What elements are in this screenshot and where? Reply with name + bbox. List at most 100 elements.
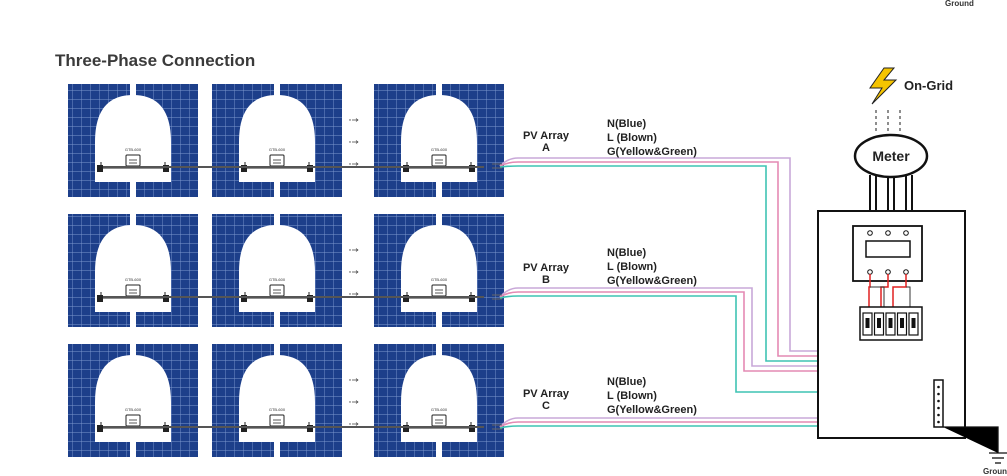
wire-c-neutral	[499, 340, 891, 428]
inverter-model-label: GTB-600	[431, 277, 448, 282]
panel-cutout	[95, 224, 171, 312]
inverter-icon	[435, 159, 443, 164]
svg-text:G(Yellow&Green): G(Yellow&Green)	[607, 275, 697, 287]
micro-inverter	[269, 284, 285, 297]
svg-text:N(Blue): N(Blue)	[607, 247, 646, 259]
cable-end	[492, 294, 502, 300]
inverter-icon	[273, 419, 281, 424]
micro-inverter	[269, 154, 285, 167]
breaker-block	[859, 306, 923, 341]
array-label-a: PV Array A	[523, 130, 570, 154]
connector-left	[97, 425, 103, 432]
continuation-dot	[349, 141, 351, 143]
pv-module: GTB-600	[68, 344, 198, 457]
pv-module: GTB-600	[374, 214, 504, 327]
svg-text:G(Yellow&Green): G(Yellow&Green)	[607, 404, 697, 416]
micro-inverter	[125, 414, 141, 427]
wire-b-live	[499, 291, 885, 372]
continuation-arrow	[352, 118, 359, 122]
connector-right	[307, 425, 313, 432]
top-ground-label: Ground	[945, 0, 974, 8]
panel-cutout	[401, 224, 477, 312]
micro-inverter	[431, 414, 447, 427]
lightning-icon	[869, 67, 898, 105]
inverter-model-label: GTB-600	[125, 407, 142, 412]
continuation-arrow	[352, 292, 359, 296]
meter-label: Meter	[872, 148, 910, 164]
svg-text:PV Array: PV Array	[523, 130, 570, 142]
connector-right	[469, 165, 475, 172]
energy-meter-unit	[852, 225, 923, 282]
meter-breaker-links	[868, 274, 911, 307]
pv-module: GTB-600	[212, 344, 342, 457]
connector-right	[163, 295, 169, 302]
micro-inverter	[125, 284, 141, 297]
continuation-dot	[349, 401, 351, 403]
connector-right	[163, 165, 169, 172]
pv-module: GTB-600	[68, 84, 198, 197]
continuation-arrow	[352, 378, 359, 382]
breaker-toggle	[911, 318, 916, 328]
connector-left	[403, 425, 409, 432]
svg-text:PV Array: PV Array	[523, 262, 570, 274]
connector-right	[469, 295, 475, 302]
svg-text:L (Blown): L (Blown)	[607, 132, 657, 144]
meter-cables	[869, 175, 913, 211]
connector-left	[97, 295, 103, 302]
panel-cutout	[239, 354, 315, 442]
continuation-arrow	[352, 140, 359, 144]
inverter-icon	[273, 289, 281, 294]
continuation-dot	[349, 163, 351, 165]
connector-right	[307, 295, 313, 302]
inverter-model-label: GTB-600	[269, 147, 286, 152]
continuation-dot	[349, 249, 351, 251]
continuation-dot	[349, 293, 351, 295]
micro-inverter	[269, 414, 285, 427]
inverter-icon	[129, 419, 137, 424]
continuation-dot	[349, 271, 351, 273]
inverter-model-label: GTB-600	[431, 407, 448, 412]
earth-ground-icon	[943, 426, 1007, 464]
continuation-arrow	[352, 248, 359, 252]
svg-text:B: B	[542, 274, 550, 286]
panel-cutout	[95, 94, 171, 182]
panel-cutout	[95, 354, 171, 442]
bottom-ground-label: Ground	[983, 467, 1007, 476]
connector-right	[469, 425, 475, 432]
continuation-arrow	[352, 270, 359, 274]
wire-c-live	[499, 340, 897, 428]
connector-left	[97, 165, 103, 172]
cable-end	[492, 163, 502, 169]
panel-cutout	[401, 354, 477, 442]
svg-text:G(Yellow&Green): G(Yellow&Green)	[607, 146, 697, 158]
inverter-icon	[273, 159, 281, 164]
continuation-arrow	[352, 400, 359, 404]
svg-text:L (Blown): L (Blown)	[607, 390, 657, 402]
pv-module: GTB-600	[212, 214, 342, 327]
cable-end	[492, 424, 502, 430]
svg-text:A: A	[542, 142, 550, 154]
breaker-toggle	[877, 318, 881, 328]
wire-labels-b: N(Blue) L (Blown) G(Yellow&Green)	[607, 247, 697, 287]
connector-left	[403, 295, 409, 302]
continuation-dot	[349, 423, 351, 425]
connector-left	[241, 165, 247, 172]
micro-inverter	[431, 284, 447, 297]
connector-right	[307, 165, 313, 172]
on-grid-label: On-Grid	[904, 78, 953, 93]
connector-left	[241, 425, 247, 432]
panel-cutout	[239, 94, 315, 182]
inverter-model-label: GTB-600	[125, 147, 142, 152]
wire-labels-a: N(Blue) L (Blown) G(Yellow&Green)	[607, 118, 697, 158]
svg-text:L (Blown): L (Blown)	[607, 261, 657, 273]
array-label-c: PV Array C	[523, 388, 570, 412]
panel-cutout	[401, 94, 477, 182]
wire-b-neutral	[499, 287, 879, 367]
wire-labels-c: N(Blue) L (Blown) G(Yellow&Green)	[607, 376, 697, 416]
inverter-icon	[129, 289, 137, 294]
inverter-icon	[435, 289, 443, 294]
inverter-model-label: GTB-600	[431, 147, 448, 152]
connector-left	[241, 295, 247, 302]
panel-cutout	[239, 224, 315, 312]
